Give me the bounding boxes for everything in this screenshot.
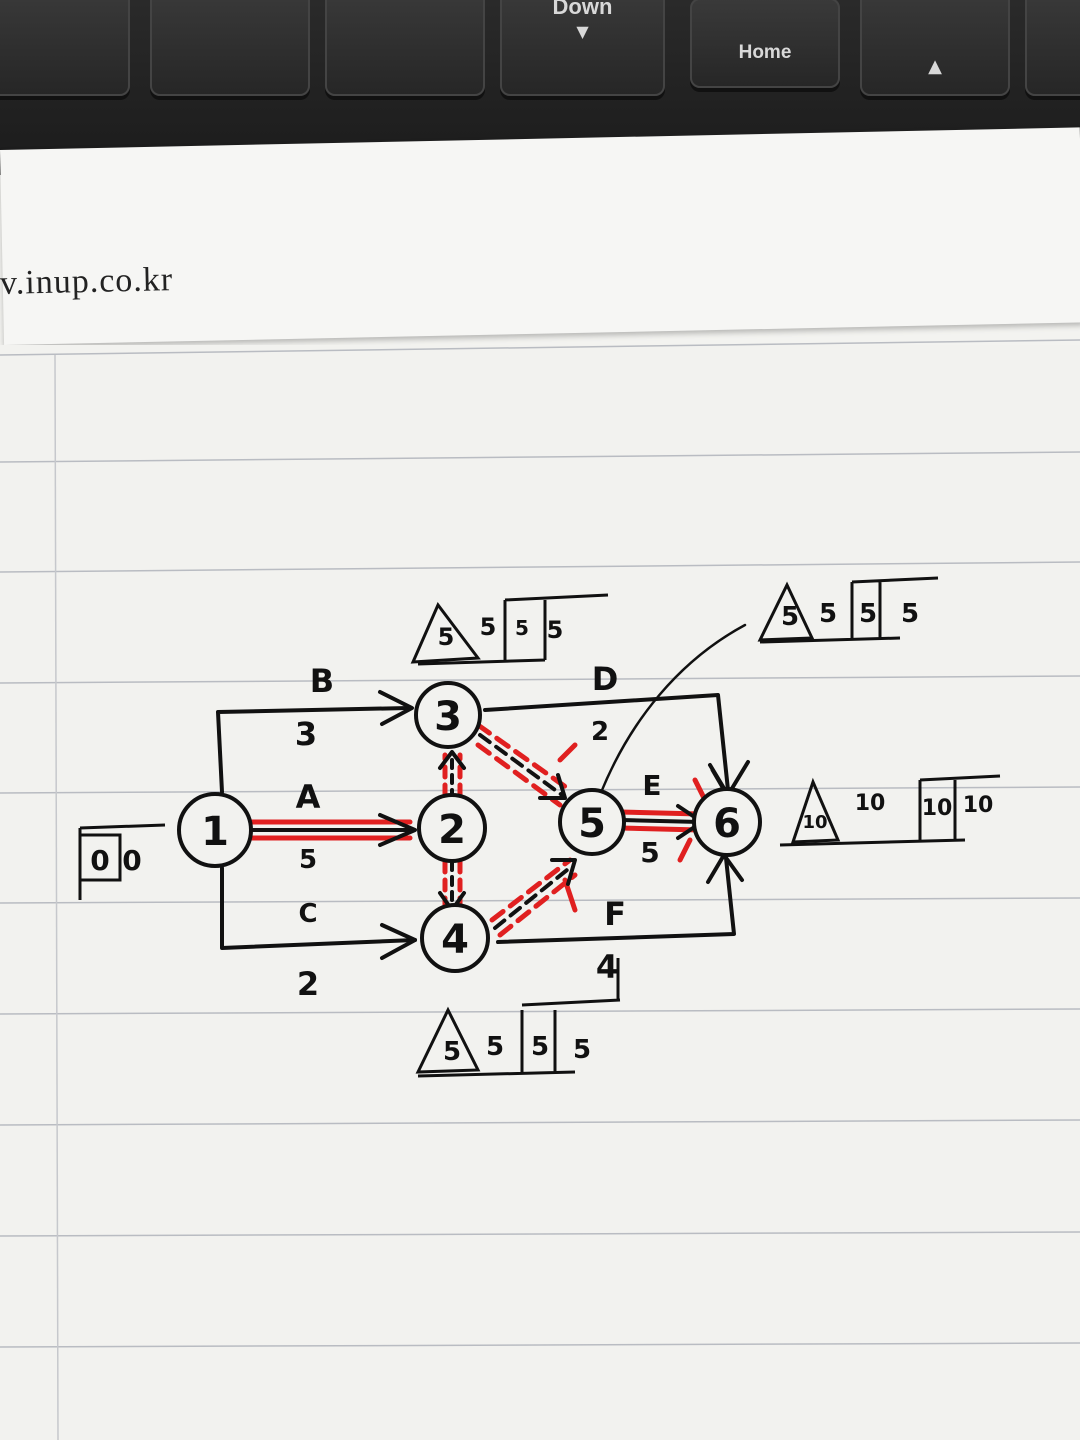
node3-value-a: 5 xyxy=(480,613,497,641)
node3-tri-value: 5 xyxy=(438,623,455,651)
activity-c-arrow xyxy=(220,866,417,950)
keyboard-key xyxy=(150,0,310,96)
node4-value-b: 5 xyxy=(531,1032,549,1062)
critical-tick xyxy=(677,837,693,863)
node4-value-a: 5 xyxy=(486,1032,504,1062)
activity-f-arrow xyxy=(496,856,736,944)
node-5 xyxy=(558,788,626,856)
node-1 xyxy=(177,792,253,868)
node-4-label: 4 xyxy=(441,917,469,963)
keyboard-key: ▲ xyxy=(860,0,1010,96)
dummy-3-5-critical xyxy=(475,742,563,808)
dummy-4-5 xyxy=(493,864,574,930)
up-arrow-icon: ▲ xyxy=(928,56,942,77)
start-lst: 0 xyxy=(122,844,141,877)
activity-e-critical xyxy=(617,825,703,833)
node5-value-a: 5 xyxy=(819,599,837,629)
node3-value-b: 5 xyxy=(515,616,529,640)
node-5-label: 5 xyxy=(578,801,606,847)
node6-value-b: 10 xyxy=(922,796,953,821)
activity-c-duration: 2 xyxy=(297,965,319,1003)
critical-tick xyxy=(557,742,578,763)
arrowhead xyxy=(538,773,567,800)
arrowhead xyxy=(438,750,466,770)
dummy-4-5-critical xyxy=(497,872,578,938)
node-4 xyxy=(420,903,490,973)
node5-value-b: 5 xyxy=(859,599,877,629)
activity-b-arrow xyxy=(216,706,410,794)
dummy-4-5-critical xyxy=(489,857,573,923)
activity-d-name: D xyxy=(592,660,619,698)
critical-path xyxy=(242,722,708,938)
node3-annotation: 5 5 5 5 xyxy=(410,593,609,666)
activity-e-name: E xyxy=(642,769,661,802)
dummy-3-5 xyxy=(478,733,564,797)
activity-labels: A 5 B 3 C 2 D 2 E 5 F 4 xyxy=(295,660,662,1003)
node6-value-c: 10 xyxy=(963,793,994,818)
activity-d-duration: 2 xyxy=(591,717,609,747)
arrowhead xyxy=(706,853,744,884)
down-key: Down ▼ xyxy=(500,0,665,96)
node4-tri-value: 5 xyxy=(443,1037,461,1067)
keyboard-background: Down ▼ Home ▲ xyxy=(0,0,1080,175)
node5-value-c: 5 xyxy=(901,599,919,629)
down-arrow-icon: ▼ xyxy=(576,22,589,41)
node-3-label: 3 xyxy=(434,694,462,740)
activity-e-duration: 5 xyxy=(640,836,659,869)
arrowhead xyxy=(550,858,577,886)
node4-annotation: 5 5 5 5 xyxy=(415,958,621,1078)
node-labels: 1 2 3 4 5 6 xyxy=(201,694,741,963)
annotation-leader-line xyxy=(598,623,747,797)
activity-c-name: C xyxy=(298,899,317,929)
activity-a-duration: 5 xyxy=(299,845,317,875)
activity-d-arrow xyxy=(483,693,730,792)
node6-value-a: 10 xyxy=(855,791,886,816)
home-key: Home xyxy=(690,0,840,88)
arrowhead xyxy=(378,813,417,847)
start-est: 0 xyxy=(90,844,109,877)
activity-f-duration: 4 xyxy=(596,948,618,986)
node5-tri-value: 5 xyxy=(781,602,799,632)
node-6-label: 6 xyxy=(713,801,741,847)
node-6 xyxy=(692,787,762,857)
notebook-page xyxy=(0,345,1080,1440)
node-1-label: 1 xyxy=(201,809,229,855)
node6-annotation: 10 10 10 10 xyxy=(779,774,1001,847)
event-nodes xyxy=(177,681,762,973)
activity-e-arrow xyxy=(620,818,702,824)
keyboard-key xyxy=(325,0,485,96)
node4-value-c: 5 xyxy=(573,1035,591,1065)
node5-annotation: 5 5 5 5 xyxy=(757,576,939,644)
node3-value-c: 5 xyxy=(547,616,564,644)
activity-b-name: B xyxy=(310,662,334,700)
node6-tri-value: 10 xyxy=(802,812,827,833)
home-key-label: Home xyxy=(738,42,792,63)
arrowhead xyxy=(380,923,417,960)
start-time-box: 0 0 xyxy=(78,823,166,900)
activity-f-name: F xyxy=(604,895,626,933)
activity-arrows xyxy=(216,623,750,960)
node-2 xyxy=(417,793,487,863)
activity-b-duration: 3 xyxy=(295,715,317,753)
node-2-label: 2 xyxy=(438,807,466,853)
down-key-label: Down xyxy=(552,0,613,19)
node-3 xyxy=(414,681,482,749)
keyboard-key xyxy=(0,0,130,96)
arrowhead xyxy=(378,690,414,726)
dummy-3-5-critical xyxy=(475,722,573,793)
activity-a-name: A xyxy=(296,778,321,816)
keyboard-key xyxy=(1025,0,1080,96)
